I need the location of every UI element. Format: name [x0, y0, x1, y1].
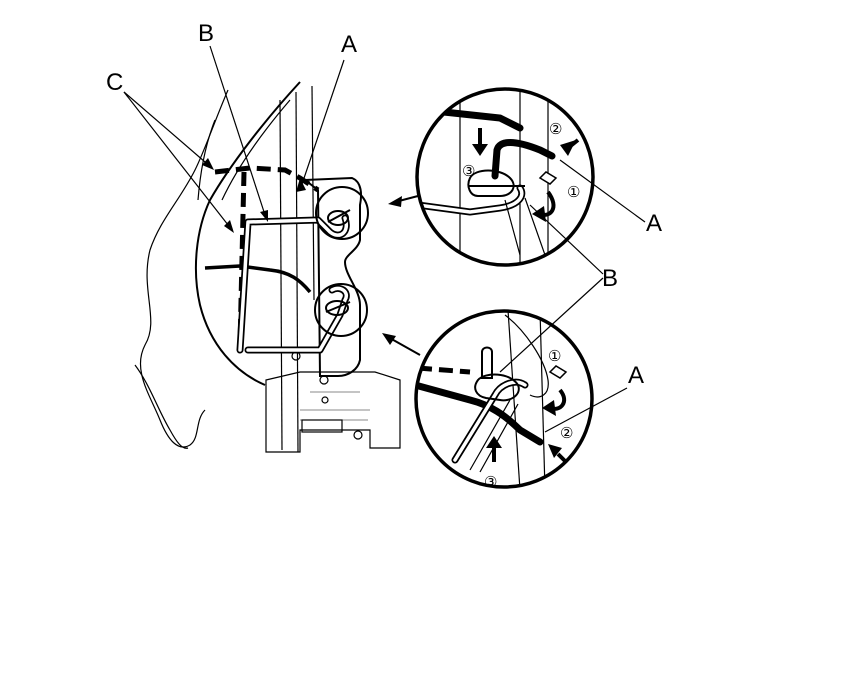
leader-c-arrowhead-2	[224, 220, 234, 233]
leader-b	[209, 45, 267, 219]
pillar-line-1	[279, 99, 283, 451]
callout-arrowhead-lower	[382, 333, 396, 345]
lower-clip-pin	[325, 301, 351, 313]
callout-circle-lower	[314, 283, 368, 337]
leader-a-arrowhead	[296, 178, 306, 192]
leader-c-2	[123, 91, 233, 231]
top-step-3: ③	[462, 164, 475, 180]
callout-arrowhead-upper	[388, 196, 402, 207]
bottom-step-2: ②	[560, 426, 573, 442]
bracket-hole-3	[321, 396, 329, 404]
pillar-line-3	[311, 85, 315, 301]
label-a-bottom-detail: A	[628, 362, 644, 389]
lower-bracket	[265, 371, 401, 453]
main-assembly-view: C B A	[106, 20, 421, 453]
top-step-1: ①	[567, 185, 580, 201]
lower-clip-head	[325, 300, 349, 316]
label-a-top-detail: A	[646, 210, 662, 237]
top-detail-hose-upper	[421, 106, 524, 132]
bottom-detail-pillar-2	[539, 311, 546, 487]
label-b-detail: B	[602, 265, 618, 292]
label-c-main: C	[106, 69, 123, 96]
bottom-detail-frame	[414, 309, 594, 489]
wire-harness-vertical	[237, 171, 247, 346]
body-panel-lower	[134, 364, 189, 449]
strut-cover-outline	[194, 81, 301, 386]
callout-circle-upper	[315, 186, 369, 240]
leader-c-arrowhead-1	[202, 158, 214, 170]
bracket-hole-4	[353, 430, 363, 440]
bottom-detail-clip	[474, 373, 520, 402]
bottom-arrow-rotate-head	[542, 400, 556, 416]
callout-arrow-lower	[387, 336, 421, 356]
top-detail-hose-hook	[491, 139, 556, 180]
label-b-main: B	[198, 20, 214, 47]
top-leader-a	[559, 159, 646, 223]
top-arrow-down-head	[472, 144, 488, 156]
bottom-arrow-open	[548, 365, 568, 379]
detail-leader-b-upper	[529, 204, 604, 275]
wire-harness-upper	[214, 165, 320, 193]
top-detail-frame	[415, 87, 595, 267]
top-detail-clip-lower	[504, 197, 546, 256]
upper-clip-head	[327, 210, 349, 226]
bottom-step-3: ③	[484, 475, 497, 491]
lower-bracket-inner	[300, 391, 370, 421]
bottom-detail-dash	[417, 365, 471, 375]
leader-c-1	[123, 91, 213, 169]
leader-a	[299, 59, 345, 191]
bottom-arrow-up-head	[486, 436, 502, 448]
body-panel-outline	[140, 89, 229, 448]
upper-clip-pin	[327, 209, 351, 223]
bottom-arrow-press	[556, 452, 568, 464]
bottom-detail-bulge	[504, 314, 549, 398]
bottom-detail-hose	[416, 381, 544, 446]
bottom-detail-bracket-wire-inner	[453, 380, 527, 462]
top-arrow-press	[566, 138, 580, 150]
pillar-line-2	[295, 91, 299, 453]
bottom-step-1: ①	[548, 349, 561, 365]
label-a-main: A	[341, 31, 357, 58]
bottom-arrow-press-head	[548, 444, 562, 458]
bottom-detail-view: ① ② ③ A	[414, 309, 644, 491]
bracket-hole-2	[319, 375, 329, 385]
wire-harness-lower	[204, 264, 312, 294]
bottom-detail-wire-lower	[469, 399, 519, 473]
top-detail-view: ② ③ ① A B	[415, 87, 662, 373]
top-detail-clip	[467, 169, 515, 197]
leader-b-arrowhead	[260, 210, 268, 222]
bottom-detail-pillar-1	[507, 311, 521, 487]
bottom-leader-a	[544, 387, 628, 433]
bracket-slot	[301, 419, 343, 433]
top-arrow-open	[538, 171, 558, 185]
harness-bracket-wire-inner	[238, 216, 348, 352]
bottom-detail-stud	[481, 346, 493, 379]
top-detail-bracket-wire-inner	[417, 186, 524, 214]
top-step-2: ②	[549, 122, 562, 138]
